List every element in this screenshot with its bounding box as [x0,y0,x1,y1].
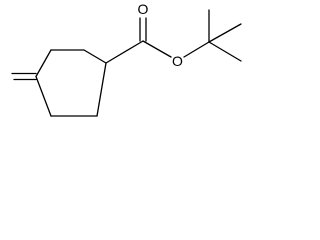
ester-oxygen-to-tbutyl-bond [183,41,210,58]
tert-butyl-group [208,9,242,62]
tbutyl-methyl-bond-right-down [208,41,242,62]
chemical-structure: O O [11,1,242,117]
carbonyl-oxygen-label: O [138,1,149,17]
exocyclic-methylene-double-bond [11,72,37,81]
carbonyl-to-ester-oxygen-bond [142,40,172,58]
ring-to-carbonyl-bond [105,40,144,64]
ester-oxygen-label: O [172,53,183,69]
ring-bond-c5-c4 [35,75,52,117]
ring-bond-c2-c1 [83,49,107,64]
ring-bond-c4-c3 [35,49,52,78]
ring-bond-c1-c6 [96,62,107,117]
cyclohexane-ring [35,49,107,117]
tbutyl-methyl-bond-right-up [208,23,242,43]
carbonyl-double-bond [139,17,147,42]
